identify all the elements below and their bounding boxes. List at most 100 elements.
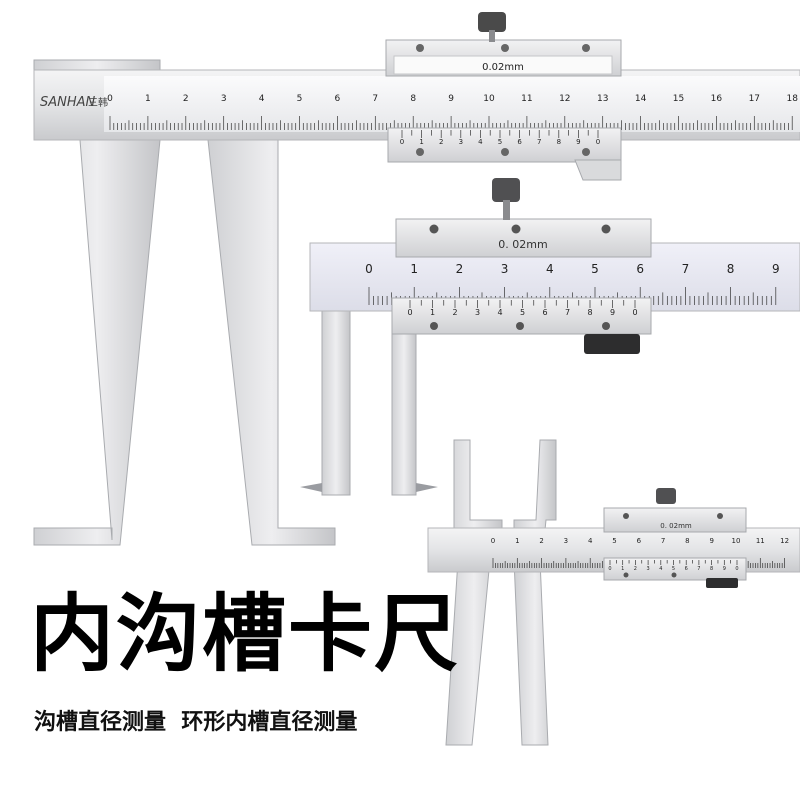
screw-icon [582, 44, 590, 52]
screw-icon [671, 572, 677, 578]
scale-number: 2 [634, 566, 637, 572]
scale-number: 0 [107, 94, 113, 104]
scale-number: 3 [459, 138, 463, 146]
large-scale-face [104, 76, 800, 132]
screw-icon [430, 322, 438, 330]
scale-number: 8 [587, 308, 592, 317]
scale-number: 3 [221, 94, 227, 104]
scale-number: 6 [685, 566, 688, 572]
medium-top-plate [395, 218, 652, 258]
screw-icon [516, 322, 524, 330]
scale-number: 0 [400, 138, 404, 146]
scale-number: 3 [647, 566, 650, 572]
scale-number: 8 [410, 94, 416, 104]
scale-number: 18 [786, 94, 798, 104]
scale-number: 11 [756, 537, 765, 545]
screw-icon [511, 224, 521, 234]
scale-number: 9 [448, 94, 454, 104]
scale-number: 8 [685, 537, 689, 545]
scale-number: 2 [539, 537, 543, 545]
scale-number: 7 [537, 138, 541, 146]
brand-logo-cn: 三韩 [88, 96, 108, 109]
scale-number: 6 [542, 308, 547, 317]
medium-resolution-label: 0. 02mm [498, 238, 547, 251]
scale-number: 16 [711, 94, 723, 104]
screw-icon [717, 513, 723, 519]
scale-number: 4 [478, 138, 483, 146]
scale-number: 10 [732, 537, 741, 545]
small-vernier-plate [603, 557, 747, 581]
screw-icon [623, 572, 629, 578]
scale-number: 15 [673, 94, 684, 104]
scale-number: 6 [517, 138, 522, 146]
scale-number: 9 [610, 308, 615, 317]
screw-icon [501, 148, 509, 156]
scale-number: 4 [546, 262, 554, 276]
medium-thumb-knob [492, 178, 520, 202]
scale-number: 0 [407, 308, 412, 317]
scale-number: 7 [697, 566, 700, 572]
large-vernier-plate [387, 127, 622, 163]
screw-icon [602, 322, 610, 330]
large-thumb-knob [478, 12, 506, 32]
scale-number: 14 [635, 94, 647, 104]
small-top-plate [603, 507, 747, 533]
brand-logo: SANHAN [40, 95, 96, 110]
large-resolution-label: 0.02mm [482, 62, 524, 73]
scale-number: 0 [735, 566, 738, 572]
screw-icon [501, 44, 509, 52]
scale-number: 13 [597, 94, 608, 104]
scale-number: 11 [521, 94, 532, 104]
scale-number: 9 [709, 537, 713, 545]
scale-number: 9 [576, 138, 580, 146]
scale-number: 7 [565, 308, 570, 317]
screw-icon [601, 224, 611, 234]
scale-number: 4 [259, 94, 265, 104]
screw-icon [416, 148, 424, 156]
scale-number: 4 [588, 537, 593, 545]
scale-number: 2 [439, 138, 443, 146]
medium-moving-jaw [391, 329, 417, 496]
scale-number: 0 [632, 308, 637, 317]
scale-number: 8 [557, 138, 561, 146]
scale-number: 1 [419, 138, 423, 146]
scale-number: 2 [183, 94, 189, 104]
screw-icon [429, 224, 439, 234]
scale-number: 1 [515, 537, 519, 545]
small-resolution-label: 0. 02mm [660, 522, 692, 530]
scale-number: 0 [491, 537, 495, 545]
scale-number: 9 [723, 566, 726, 572]
scale-number: 9 [772, 262, 780, 276]
scale-number: 5 [612, 537, 616, 545]
scale-number: 5 [672, 566, 675, 572]
product-subtitle: 沟槽直径测量 环形内槽直径测量 [34, 710, 358, 735]
scale-number: 5 [297, 94, 303, 104]
scale-number: 8 [710, 566, 713, 572]
scale-number: 8 [727, 262, 735, 276]
scale-number: 2 [452, 308, 457, 317]
scale-number: 3 [564, 537, 568, 545]
scale-number: 7 [372, 94, 378, 104]
scale-number: 1 [430, 308, 435, 317]
scale-number: 1 [410, 262, 418, 276]
scale-number: 0 [596, 138, 600, 146]
scale-number: 5 [591, 262, 599, 276]
small-moving-jaw [513, 439, 557, 746]
medium-fixed-jaw [321, 299, 351, 496]
scale-number: 6 [636, 262, 644, 276]
scale-number: 4 [497, 308, 502, 317]
scale-number: 2 [456, 262, 464, 276]
scale-number: 12 [559, 94, 570, 104]
scale-number: 6 [335, 94, 341, 104]
scale-number: 6 [637, 537, 642, 545]
scale-number: 4 [659, 566, 662, 572]
scale-number: 1 [145, 94, 151, 104]
scale-number: 3 [501, 262, 509, 276]
small-thumb-knob [656, 488, 676, 504]
